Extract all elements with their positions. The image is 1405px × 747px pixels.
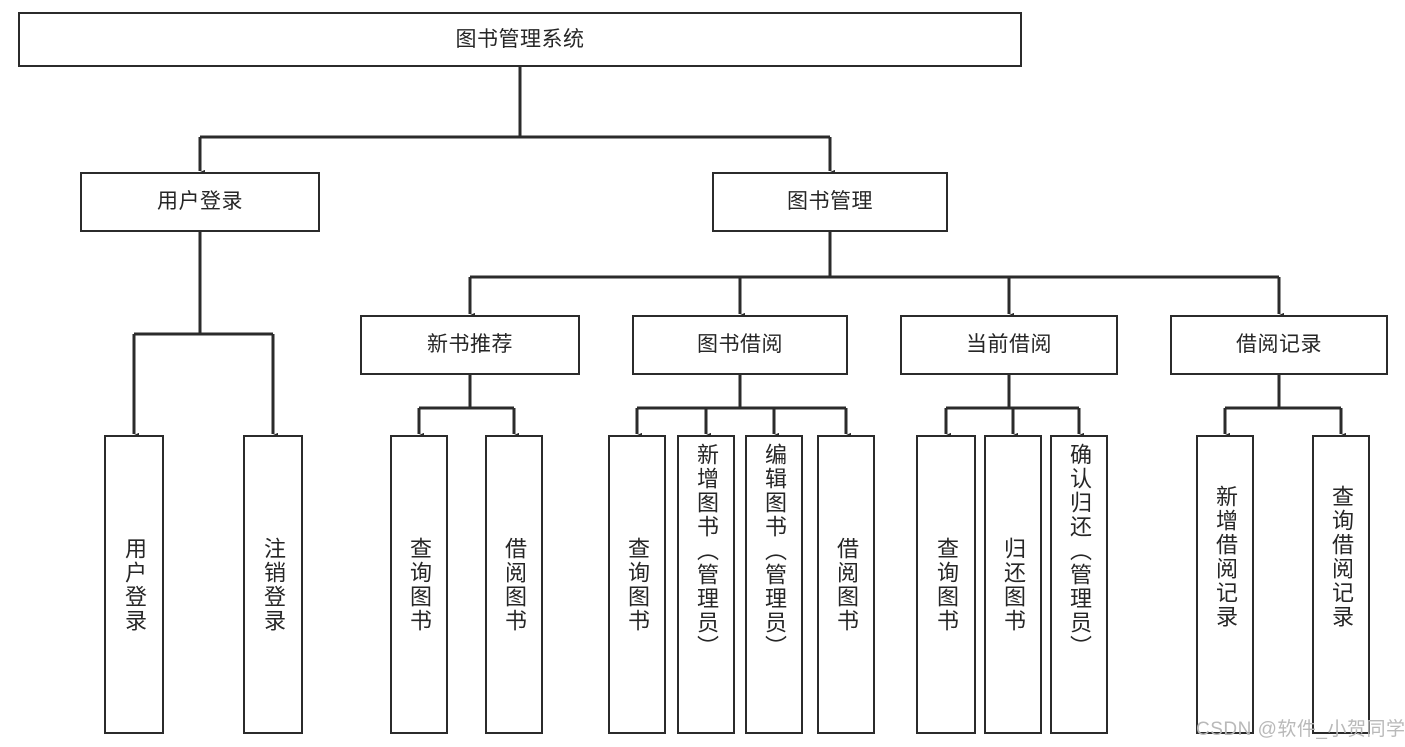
- edge-group: [129, 67, 1346, 442]
- node-label: 编辑图书（管理员）: [762, 443, 787, 659]
- node-leaf-add-record: 新增借阅记录: [1196, 435, 1254, 734]
- node-label: 归还图书: [1001, 536, 1026, 633]
- node-leaf-borrow-book-2: 借阅图书: [817, 435, 875, 734]
- node-label: 借阅图书: [502, 536, 527, 633]
- node-label: 注销登录: [261, 536, 286, 633]
- node-label: 新增借阅记录: [1213, 485, 1238, 629]
- node-label: 图书借阅: [697, 333, 783, 357]
- csdn-watermark: CSDN @软件_小贺同学: [1196, 719, 1405, 740]
- node-leaf-user-logout: 注销登录: [243, 435, 303, 734]
- node-leaf-query-book-1: 查询图书: [390, 435, 448, 734]
- node-book-borrow: 图书借阅: [632, 315, 848, 375]
- node-leaf-return-book: 归还图书: [984, 435, 1042, 734]
- node-label: 查询图书: [625, 536, 650, 633]
- node-label: 查询借阅记录: [1329, 485, 1354, 629]
- node-leaf-query-book-3: 查询图书: [916, 435, 976, 734]
- node-label: 借阅记录: [1236, 333, 1322, 357]
- node-root: 图书管理系统: [18, 12, 1022, 67]
- node-label: 新增图书（管理员）: [694, 443, 719, 659]
- node-leaf-edit-book: 编辑图书（管理员）: [745, 435, 803, 734]
- node-leaf-user-login: 用户登录: [104, 435, 164, 734]
- node-label: 确认归还（管理员）: [1067, 443, 1092, 659]
- node-label: 用户登录: [157, 190, 243, 214]
- node-leaf-query-book-2: 查询图书: [608, 435, 666, 734]
- node-leaf-confirm-return: 确认归还（管理员）: [1050, 435, 1108, 734]
- node-label: 查询图书: [934, 536, 959, 633]
- node-leaf-borrow-book-1: 借阅图书: [485, 435, 543, 734]
- node-label: 新书推荐: [427, 333, 513, 357]
- node-user-login: 用户登录: [80, 172, 320, 232]
- node-label: 查询图书: [407, 536, 432, 633]
- node-leaf-query-record: 查询借阅记录: [1312, 435, 1370, 734]
- node-new-book-rec: 新书推荐: [360, 315, 580, 375]
- node-label: 图书管理系统: [455, 27, 585, 51]
- node-current-borrow: 当前借阅: [900, 315, 1118, 375]
- node-label: 图书管理: [787, 190, 873, 214]
- node-label: 用户登录: [122, 536, 147, 633]
- node-book-manage: 图书管理: [712, 172, 948, 232]
- node-label: 借阅图书: [834, 536, 859, 633]
- node-label: 当前借阅: [966, 333, 1052, 357]
- node-leaf-add-book: 新增图书（管理员）: [677, 435, 735, 734]
- node-borrow-record: 借阅记录: [1170, 315, 1388, 375]
